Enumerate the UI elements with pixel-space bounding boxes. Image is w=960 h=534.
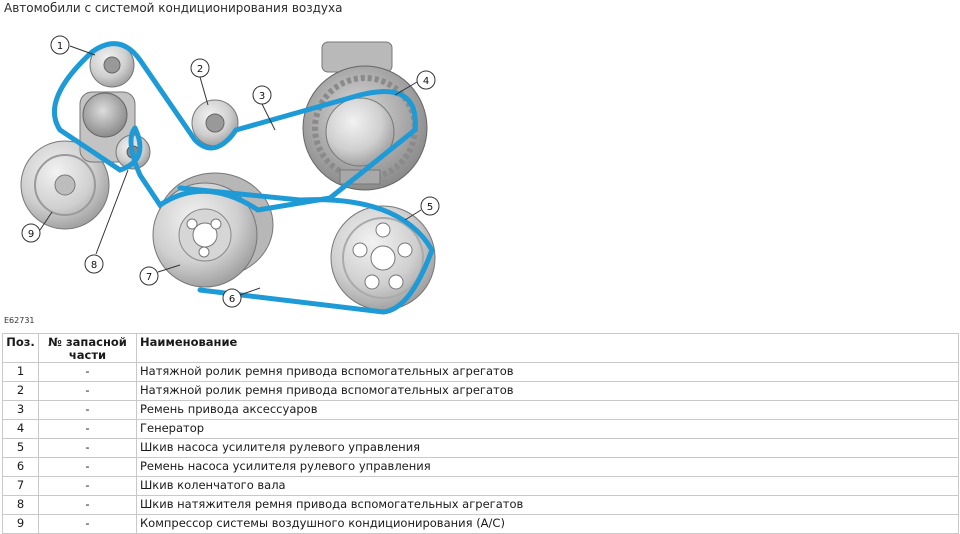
- callout-5: 5: [404, 196, 440, 221]
- table-row: 4-Генератор: [2, 419, 959, 439]
- cell-pos: 5: [2, 438, 39, 458]
- callout-1: 1: [50, 35, 96, 56]
- cell-name: Шкив насоса усилителя рулевого управлени…: [136, 438, 959, 458]
- figure-id: E62731: [4, 316, 35, 325]
- svg-text:2: 2: [197, 64, 203, 75]
- cell-part-number: -: [38, 419, 137, 439]
- cell-part-number: -: [38, 400, 137, 420]
- cell-name: Генератор: [136, 419, 959, 439]
- cell-part-number: -: [38, 381, 137, 401]
- callout-3: 3: [252, 85, 276, 131]
- svg-text:1: 1: [57, 41, 63, 52]
- callout-2: 2: [190, 58, 210, 106]
- header-pos: Поз.: [2, 333, 39, 363]
- callout-9: 9: [21, 211, 53, 243]
- table-row: 8-Шкив натяжителя ремня привода вспомога…: [2, 495, 959, 515]
- table-header-row: Поз. № запасной части Наименование: [2, 333, 959, 363]
- table-row: 9-Компрессор системы воздушного кондицио…: [2, 514, 959, 534]
- callout-7: 7: [139, 264, 181, 286]
- table-row: 6-Ремень насоса усилителя рулевого управ…: [2, 457, 959, 477]
- cell-name: Натяжной ролик ремня привода вспомогател…: [136, 362, 959, 382]
- cell-pos: 2: [2, 381, 39, 401]
- table-row: 5-Шкив насоса усилителя рулевого управле…: [2, 438, 959, 458]
- cell-pos: 9: [2, 514, 39, 534]
- cell-name: Ремень привода аксессуаров: [136, 400, 959, 420]
- cell-part-number: -: [38, 495, 137, 515]
- table-body: 1-Натяжной ролик ремня привода вспомогат…: [2, 362, 959, 534]
- power-steering-pulley: [330, 205, 436, 311]
- svg-text:4: 4: [423, 76, 429, 87]
- cell-pos: 4: [2, 419, 39, 439]
- belt-drive-diagram: 1 2 3 4 5 6 7 8: [20, 35, 440, 315]
- svg-text:8: 8: [91, 260, 97, 271]
- cell-pos: 8: [2, 495, 39, 515]
- cell-pos: 7: [2, 476, 39, 496]
- cell-pos: 3: [2, 400, 39, 420]
- cell-part-number: -: [38, 362, 137, 382]
- header-part-number: № запасной части: [38, 333, 137, 363]
- cell-name: Натяжной ролик ремня привода вспомогател…: [136, 381, 959, 401]
- svg-text:7: 7: [146, 272, 152, 283]
- cell-pos: 1: [2, 362, 39, 382]
- table-row: 3-Ремень привода аксессуаров: [2, 400, 959, 420]
- parts-table: Поз. № запасной части Наименование 1-Нат…: [2, 333, 959, 534]
- accessory-drive-belt: [51, 41, 418, 213]
- svg-text:5: 5: [427, 202, 433, 213]
- cell-name: Компрессор системы воздушного кондициони…: [136, 514, 959, 534]
- cell-part-number: -: [38, 514, 137, 534]
- cell-part-number: -: [38, 438, 137, 458]
- callout-4: 4: [394, 70, 436, 96]
- cell-name: Шкив коленчатого вала: [136, 476, 959, 496]
- header-name: Наименование: [136, 333, 959, 363]
- cell-part-number: -: [38, 457, 137, 477]
- svg-text:6: 6: [229, 294, 235, 305]
- svg-text:9: 9: [28, 229, 34, 240]
- table-row: 7-Шкив коленчатого вала: [2, 476, 959, 496]
- table-row: 2-Натяжной ролик ремня привода вспомогат…: [2, 381, 959, 401]
- table-row: 1-Натяжной ролик ремня привода вспомогат…: [2, 362, 959, 382]
- svg-text:3: 3: [259, 91, 265, 102]
- cell-name: Шкив натяжителя ремня привода вспомогате…: [136, 495, 959, 515]
- cell-part-number: -: [38, 476, 137, 496]
- cell-name: Ремень насоса усилителя рулевого управле…: [136, 457, 959, 477]
- idler-pulley-2: [191, 99, 239, 147]
- callout-6: 6: [222, 287, 261, 308]
- callout-8: 8: [84, 169, 129, 274]
- page-title: Автомобили с системой кондиционирования …: [4, 1, 343, 15]
- power-steering-belt: [177, 185, 435, 315]
- crankshaft-pulley: [152, 172, 274, 288]
- cell-pos: 6: [2, 457, 39, 477]
- ac-compressor: [20, 140, 110, 230]
